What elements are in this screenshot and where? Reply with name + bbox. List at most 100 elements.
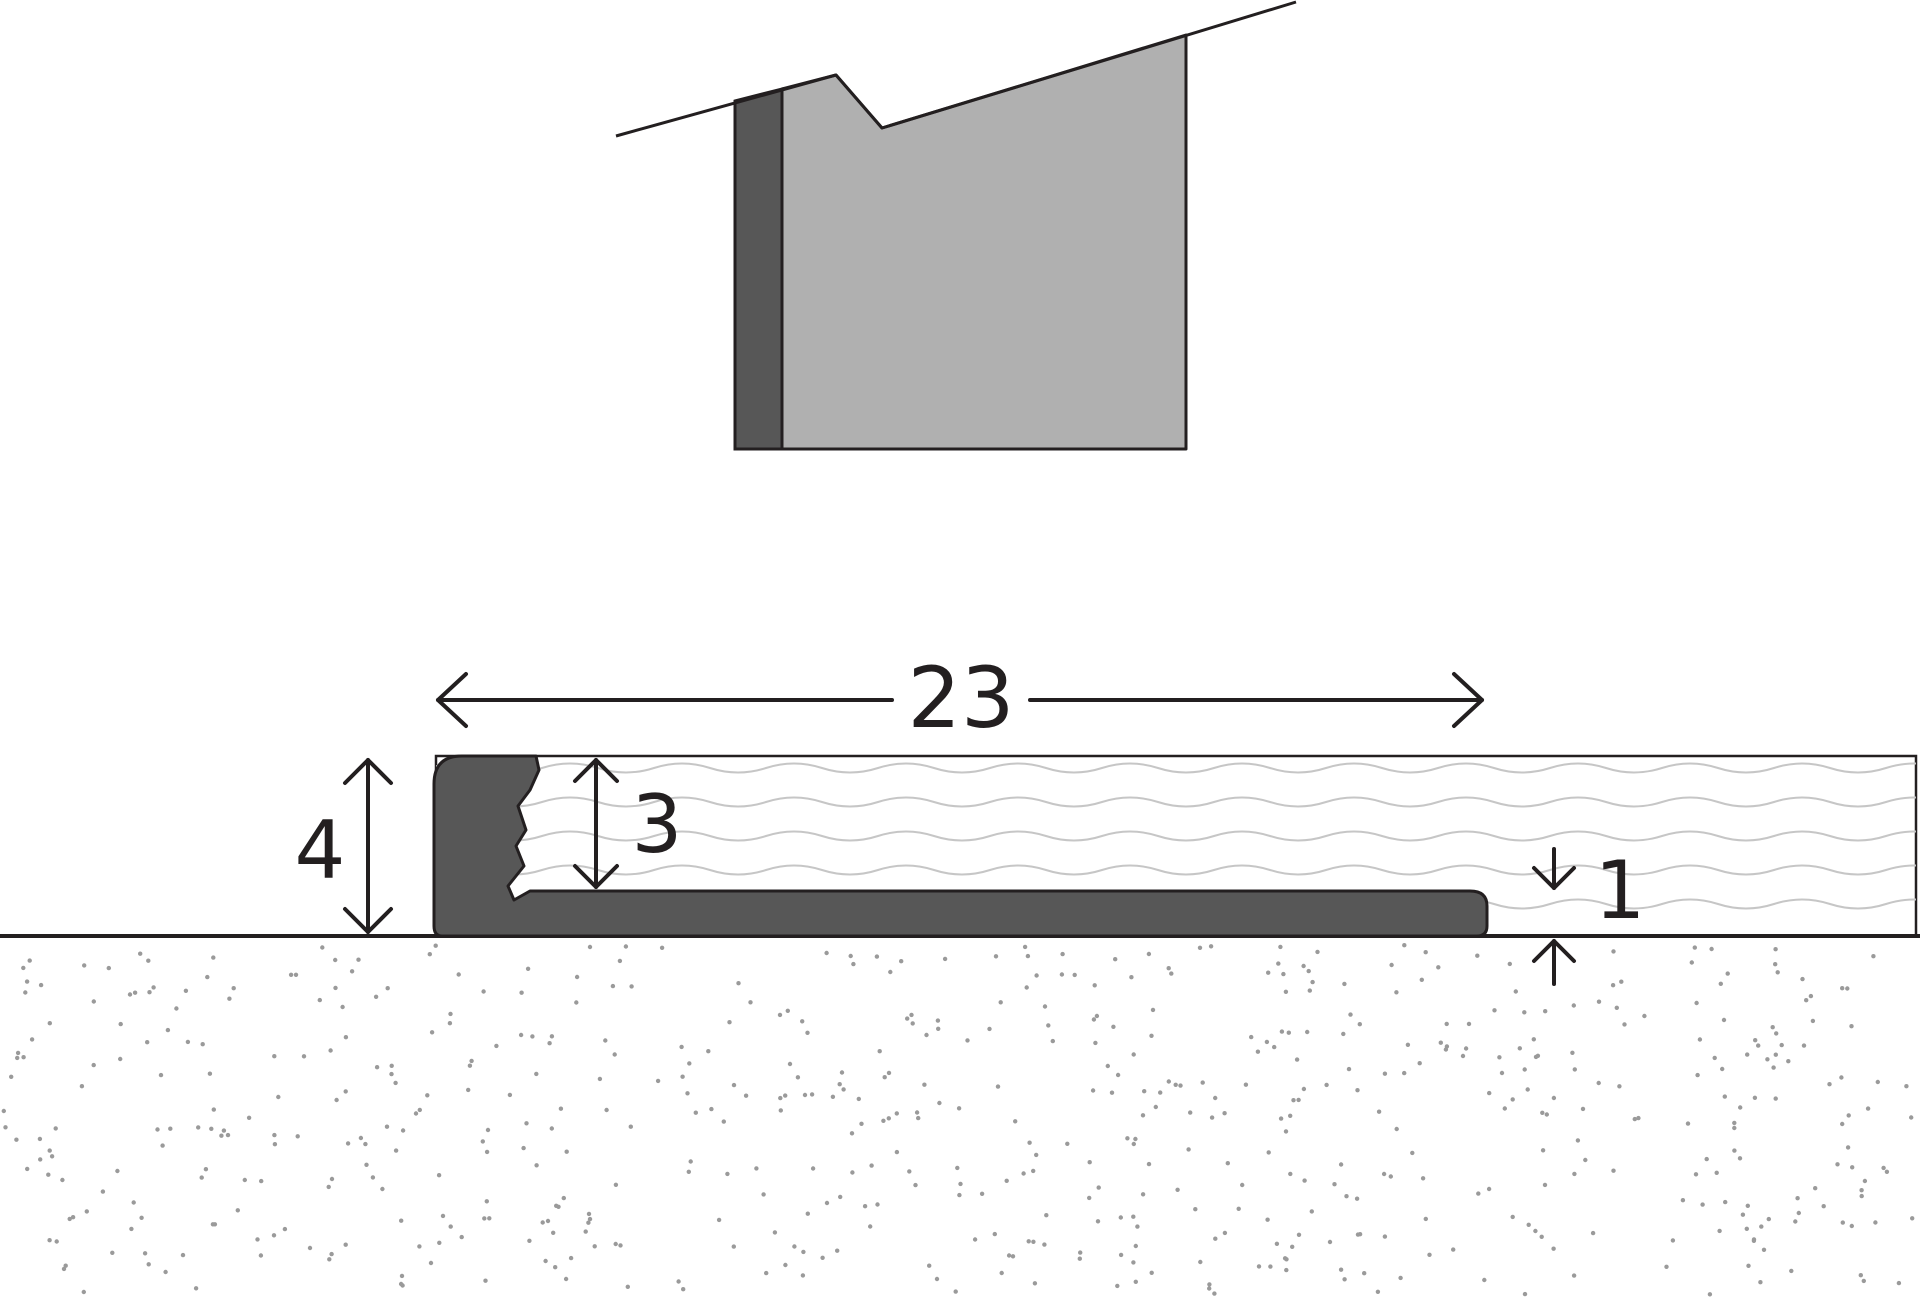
floor-dot xyxy=(389,1063,394,1069)
floor-dot xyxy=(629,984,634,989)
floor-dot xyxy=(1306,968,1311,974)
floor-dot xyxy=(1129,975,1134,980)
floor-dot xyxy=(1342,981,1347,987)
floor-dot xyxy=(777,1012,783,1018)
floor-dot xyxy=(999,1270,1004,1276)
floor-dot xyxy=(882,1075,887,1080)
floor-dot xyxy=(1131,1214,1136,1219)
floor-dot xyxy=(1718,981,1724,986)
floor-dot xyxy=(587,1216,593,1222)
floor-dot xyxy=(820,1255,825,1261)
floor-dot xyxy=(1695,1072,1700,1078)
floor-dot xyxy=(848,953,853,959)
floor-dot xyxy=(1200,1080,1205,1085)
floor-dot xyxy=(551,1230,556,1236)
floor-dot xyxy=(519,990,524,995)
floor-dot xyxy=(731,1082,737,1088)
floor-dot xyxy=(725,1171,730,1177)
floor-dot xyxy=(1910,1216,1915,1221)
wave-line xyxy=(436,762,1916,774)
floor-dot xyxy=(38,982,44,988)
floor-dot xyxy=(1,1108,6,1114)
floor-dot xyxy=(1307,988,1313,993)
floor-dot xyxy=(1348,1012,1353,1017)
floor-dot xyxy=(613,1182,619,1188)
floor-dot xyxy=(1522,1291,1528,1297)
floor-dot xyxy=(1105,1063,1111,1069)
floor-dot xyxy=(1617,1084,1622,1089)
floor-dot xyxy=(79,1084,85,1089)
floor-dot xyxy=(1796,1210,1802,1216)
floor-dot xyxy=(399,1273,405,1279)
floor-dot xyxy=(1840,1220,1846,1225)
floor-dot xyxy=(259,1178,264,1184)
floor-dot xyxy=(1475,953,1480,958)
floor-dot xyxy=(1773,1096,1778,1101)
floor-dot xyxy=(1423,1216,1429,1222)
floor-dot xyxy=(1286,1030,1292,1035)
floor-dot xyxy=(384,1124,390,1129)
floor-dot xyxy=(425,1093,430,1098)
floor-dot xyxy=(183,988,189,993)
floor-dot xyxy=(1423,950,1428,955)
floor-dot xyxy=(1884,1169,1890,1175)
floor-dot xyxy=(1570,1050,1575,1056)
floor-dot xyxy=(1850,1165,1855,1170)
floor-dot xyxy=(1283,1129,1289,1134)
floor-dot xyxy=(547,1041,552,1046)
floor-dot xyxy=(1845,1145,1851,1150)
floor-dot xyxy=(427,952,432,957)
floor-dot xyxy=(1865,1106,1871,1111)
floor-dot xyxy=(1636,1115,1641,1121)
floor-dot xyxy=(574,974,580,980)
floor-dot xyxy=(1685,1121,1691,1126)
floor-dot xyxy=(1249,1034,1254,1040)
floor-dot xyxy=(484,1149,490,1155)
arrow-down-icon xyxy=(573,864,619,889)
floor-dot xyxy=(610,983,616,989)
floor-dot xyxy=(1281,971,1286,977)
floor-dot xyxy=(558,1106,564,1111)
floor-dot xyxy=(209,1126,214,1132)
floor-dot xyxy=(466,1087,471,1093)
floor-dot xyxy=(568,1255,574,1261)
floor-dot xyxy=(160,1143,165,1148)
floor-dot xyxy=(1789,1268,1794,1274)
floor-dot xyxy=(485,1127,491,1133)
base-thickness-label: 1 xyxy=(1595,844,1646,937)
floor-dot xyxy=(437,1240,442,1246)
floor-dot xyxy=(1125,1136,1130,1141)
floor-dot xyxy=(1389,962,1394,968)
floor-dot xyxy=(1302,1178,1307,1183)
floor-dot xyxy=(1398,1275,1403,1281)
floor-dot xyxy=(1611,949,1616,954)
floor-dot xyxy=(60,1177,65,1183)
floor-dot xyxy=(787,1061,793,1067)
floor-dot xyxy=(1619,979,1624,984)
floor-dot xyxy=(868,1224,873,1229)
floor-dot xyxy=(1341,1031,1346,1037)
floor-dot xyxy=(1388,1174,1394,1179)
floor-dot xyxy=(835,1248,840,1253)
floor-dot xyxy=(1198,1259,1203,1265)
floor-dot xyxy=(1096,1185,1101,1190)
floor-dot xyxy=(67,1216,72,1222)
floor-dot xyxy=(1013,1119,1018,1124)
floor-dot xyxy=(561,1195,566,1201)
wave-line xyxy=(436,864,1916,876)
floor-dot xyxy=(888,969,893,975)
floor-dot xyxy=(100,1189,106,1194)
floor-dot xyxy=(1466,1021,1472,1027)
floor-dot xyxy=(916,1115,921,1121)
floor-dot xyxy=(440,1213,446,1219)
floor-dot xyxy=(1031,1239,1036,1245)
floor-dot xyxy=(1533,1228,1538,1234)
floor-dot xyxy=(686,1169,691,1175)
floor-dot xyxy=(748,1000,753,1005)
floor-dot xyxy=(1024,985,1029,990)
floor-dot xyxy=(163,1269,168,1275)
floor-dot xyxy=(380,1186,385,1192)
floor-dot xyxy=(518,1032,524,1038)
dimension-profile-height xyxy=(343,758,393,934)
floor-dot xyxy=(53,1126,58,1131)
